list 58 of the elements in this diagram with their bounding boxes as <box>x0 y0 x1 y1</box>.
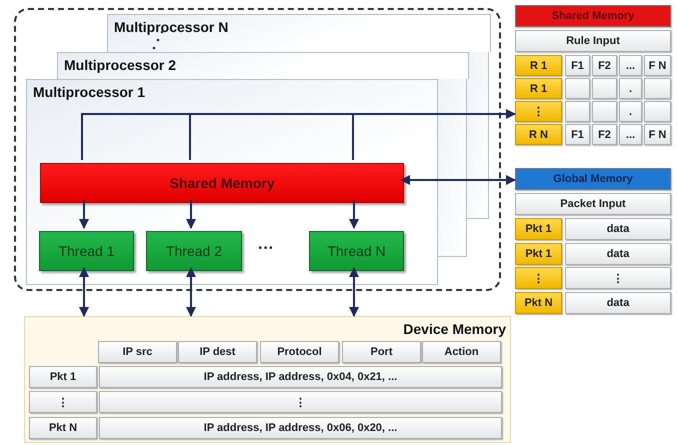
table-cell: Pkt 1 <box>29 366 97 388</box>
table-cell: Rule Input <box>515 30 671 52</box>
table-cell: . <box>619 101 642 122</box>
table-cell: data <box>565 243 671 265</box>
panel-title: Multiprocessor 2 <box>64 57 176 73</box>
thread-box: Thread 1 <box>39 231 134 271</box>
table-cell: F2 <box>592 124 617 145</box>
panel-title: Multiprocessor N <box>114 19 228 35</box>
arrow <box>81 109 516 161</box>
table-cell: Pkt N <box>515 292 562 314</box>
arrow <box>186 200 196 229</box>
arrow <box>79 267 89 317</box>
table-cell: IP address, IP address, 0x04, 0x21, ... <box>99 366 502 388</box>
thread-box: Thread 2 <box>146 231 242 271</box>
table-cell: ⋮ <box>515 267 562 289</box>
table-cell: Pkt 1 <box>515 218 562 240</box>
table-header: Global Memory <box>515 168 671 190</box>
device-memory-panel <box>24 316 511 443</box>
table-cell: Pkt 1 <box>515 243 562 265</box>
panel-title: Multiprocessor 1 <box>33 84 146 100</box>
arrow <box>186 267 196 317</box>
table-cell: F N <box>644 124 671 145</box>
memory-table <box>515 168 671 315</box>
table-cell: Action <box>422 341 501 363</box>
table-cell: F2 <box>592 55 617 76</box>
arrow <box>349 200 359 229</box>
table-cell: IP address, IP address, 0x06, 0x20, ... <box>99 417 502 439</box>
table-cell: data <box>565 292 671 314</box>
table-cell: Protocol <box>260 341 339 363</box>
panel-title: Device Memory <box>403 321 506 337</box>
table-cell: IP dest <box>178 341 257 363</box>
table-cell: . <box>619 78 642 99</box>
table-cell: ... <box>619 55 642 76</box>
table-cell: ⋮ <box>565 267 671 289</box>
table-cell: ⋮ <box>515 101 562 122</box>
table-cell: F1 <box>565 124 590 145</box>
arrow <box>349 267 359 317</box>
table-cell: data <box>565 218 671 240</box>
table-cell: F1 <box>565 55 590 76</box>
table-header: Shared Memory <box>515 5 671 27</box>
shared-memory-bar: Shared Memory <box>40 163 404 203</box>
arrow <box>400 175 516 185</box>
thread-box: Thread N <box>309 231 404 271</box>
table-cell: ⋮ <box>99 391 502 413</box>
table-cell: ⋮ <box>29 391 97 413</box>
ellipsis: ··· <box>258 240 274 258</box>
table-cell: Pkt N <box>29 417 97 439</box>
memory-table <box>515 5 671 147</box>
table-cell: Port <box>342 341 421 363</box>
system-boundary <box>14 8 501 291</box>
arrow <box>79 200 89 229</box>
table-cell: ... <box>619 124 642 145</box>
table-cell: Packet Input <box>515 193 671 215</box>
table-cell: F N <box>644 55 671 76</box>
table-cell: R 1 <box>515 55 562 76</box>
table-cell: IP src <box>98 341 177 363</box>
table-cell: R N <box>515 124 562 145</box>
table-cell: R 1 <box>515 78 562 99</box>
